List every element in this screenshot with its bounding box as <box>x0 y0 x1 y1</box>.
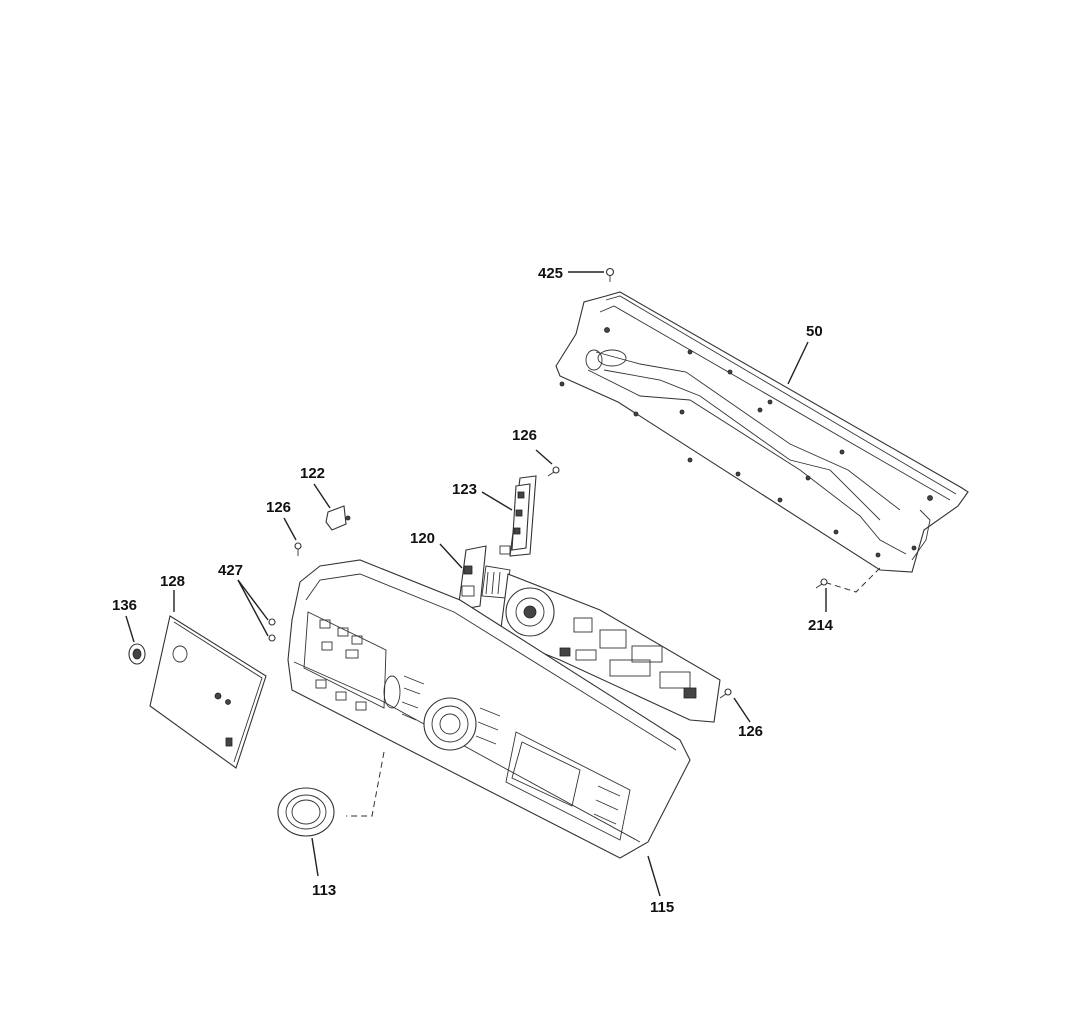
callout-50: 50 <box>806 323 823 340</box>
callout-123: 123 <box>452 481 478 498</box>
callout-136: 136 <box>112 597 138 614</box>
leader-lines <box>125 271 827 897</box>
screws-427 <box>268 618 276 642</box>
callout-126-right: 126 <box>738 723 764 740</box>
callout-425: 425 <box>538 265 564 282</box>
callout-214: 214 <box>808 617 834 634</box>
part-122-cap <box>325 505 351 531</box>
part-128-cover-plate <box>149 615 267 769</box>
part-115-control-panel <box>287 559 691 859</box>
callout-115: 115 <box>650 899 675 916</box>
part-113-knob <box>277 787 335 837</box>
callout-122: 122 <box>300 465 326 482</box>
part-136-badge <box>128 643 146 665</box>
screw-126-right <box>719 688 732 699</box>
callout-120: 120 <box>410 530 436 547</box>
callout-427: 427 <box>218 562 244 579</box>
screw-425 <box>605 267 615 282</box>
screw-126-left <box>294 542 302 556</box>
callout-126-left: 126 <box>266 499 292 516</box>
callout-126-top: 126 <box>512 427 538 444</box>
part-123-board <box>499 475 537 557</box>
part-120-control-board <box>457 545 721 723</box>
screw-214 <box>815 578 828 589</box>
callout-113: 113 <box>312 882 337 899</box>
part-50-bracket <box>555 291 969 593</box>
callout-128: 128 <box>160 573 186 590</box>
screw-126-top <box>547 466 560 477</box>
